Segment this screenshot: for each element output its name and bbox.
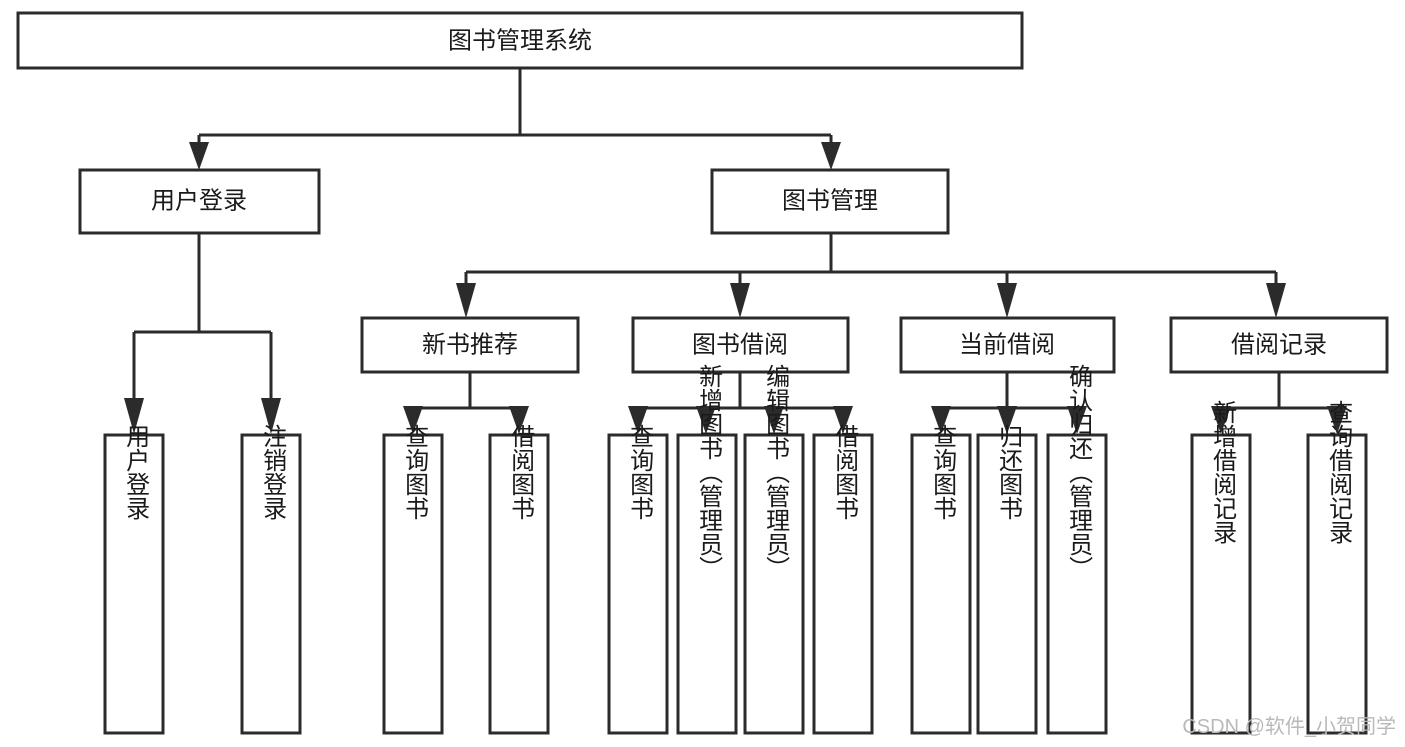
arrow-icon-to-leaf-query-record <box>1327 406 1347 434</box>
connector-group-currentborrow-to-leaves <box>931 372 1087 434</box>
node-leaf-add-book-box[interactable] <box>676 433 738 735</box>
node-borrow-record-label: 借阅记录 <box>1231 331 1327 358</box>
node-leaf-edit-book-label: 编辑图书（管理员） <box>762 364 790 580</box>
node-leaf-query-book-2-box[interactable] <box>607 433 669 735</box>
node-leaf-borrow-book-1[interactable]: 借阅图书 <box>488 424 550 735</box>
node-current-borrow[interactable]: 当前借阅 <box>899 316 1116 374</box>
node-borrow-record-box[interactable] <box>1169 316 1389 374</box>
node-leaf-user-login-box[interactable] <box>103 433 165 735</box>
node-new-book-rec[interactable]: 新书推荐 <box>360 316 580 374</box>
node-leaf-return-book-label: 归还图书 <box>995 424 1023 520</box>
node-leaf-query-book-1[interactable]: 查询图书 <box>382 424 444 735</box>
arrow-icon-to-leaf-logout <box>261 398 281 434</box>
arrow-icon-to-leaf-borrow-book-2 <box>833 406 853 434</box>
node-leaf-edit-book-box[interactable] <box>743 433 805 735</box>
node-leaf-add-book[interactable]: 新增图书（管理员） <box>676 364 738 735</box>
watermark-label: CSDN @软件_小贺同学 <box>1182 715 1396 738</box>
node-leaf-borrow-book-1-label: 借阅图书 <box>507 424 535 520</box>
node-leaf-query-book-1-box[interactable] <box>382 433 444 735</box>
arrow-icon-to-current-borrow <box>997 283 1017 318</box>
arrow-icon-to-leaf-confirm-return <box>1067 406 1087 434</box>
node-book-borrow-box[interactable] <box>631 316 850 374</box>
node-leaf-query-book-1-label: 查询图书 <box>401 424 429 520</box>
connector-group-root-to-level2 <box>189 68 841 170</box>
node-leaf-add-record[interactable]: 新增借阅记录 <box>1190 400 1252 735</box>
connector-group-newbookrec-to-leaves <box>403 372 529 434</box>
arrow-icon-to-leaf-add-book <box>696 406 716 434</box>
arrow-icon-to-leaf-query-book-3 <box>931 406 951 434</box>
node-leaf-confirm-return-label: 确认归还（管理员） <box>1065 364 1093 580</box>
node-new-book-rec-box[interactable] <box>360 316 580 374</box>
arrow-icon-to-user-login <box>189 142 209 170</box>
node-leaf-borrow-book-2-box[interactable] <box>812 433 874 735</box>
node-root-box[interactable] <box>16 11 1024 70</box>
node-leaf-query-book-3-label: 查询图书 <box>929 424 957 520</box>
node-user-login[interactable]: 用户登录 <box>78 168 321 235</box>
node-book-borrow[interactable]: 图书借阅 <box>631 316 850 374</box>
node-leaf-confirm-return[interactable]: 确认归还（管理员） <box>1046 364 1108 735</box>
node-user-login-box[interactable] <box>78 168 321 235</box>
connector-group-borrowrecord-to-leaves <box>1211 372 1347 434</box>
arrow-icon-to-leaf-query-book-1 <box>403 406 423 434</box>
node-leaf-query-record-box[interactable] <box>1306 433 1368 735</box>
node-user-login-label: 用户登录 <box>151 187 247 214</box>
node-leaf-borrow-book-2[interactable]: 借阅图书 <box>812 424 874 735</box>
node-leaf-query-book-3[interactable]: 查询图书 <box>910 424 972 735</box>
node-borrow-record[interactable]: 借阅记录 <box>1169 316 1389 374</box>
node-leaf-query-book-3-box[interactable] <box>910 433 972 735</box>
node-leaf-logout[interactable]: 注销登录 <box>240 424 302 735</box>
arrow-icon-to-leaf-edit-book <box>764 406 784 434</box>
node-leaf-query-record[interactable]: 查询借阅记录 <box>1306 400 1368 735</box>
node-leaf-logout-box[interactable] <box>240 433 302 735</box>
node-book-manage-label: 图书管理 <box>782 187 878 214</box>
node-leaf-logout-label: 注销登录 <box>259 424 287 520</box>
node-new-book-rec-label: 新书推荐 <box>422 331 518 358</box>
node-leaf-edit-book[interactable]: 编辑图书（管理员） <box>743 364 805 735</box>
arrow-icon-to-leaf-borrow-book-1 <box>509 406 529 434</box>
node-leaf-query-record-label: 查询借阅记录 <box>1325 400 1353 544</box>
node-leaf-user-login[interactable]: 用户登录 <box>103 424 165 735</box>
node-leaf-query-book-2[interactable]: 查询图书 <box>607 424 669 735</box>
node-leaf-query-book-2-label: 查询图书 <box>626 424 654 520</box>
node-leaf-return-book-box[interactable] <box>976 433 1038 735</box>
node-leaf-add-record-label: 新增借阅记录 <box>1209 400 1237 544</box>
arrow-icon-to-leaf-user-login <box>124 398 144 434</box>
node-leaf-return-book[interactable]: 归还图书 <box>976 424 1038 735</box>
node-root-label: 图书管理系统 <box>448 27 592 54</box>
arrow-icon-to-book-borrow <box>730 283 750 318</box>
node-current-borrow-box[interactable] <box>899 316 1116 374</box>
node-leaf-borrow-book-2-label: 借阅图书 <box>831 424 859 520</box>
node-root[interactable]: 图书管理系统 <box>16 11 1024 70</box>
node-leaf-user-login-label: 用户登录 <box>122 424 150 520</box>
node-leaf-borrow-book-1-box[interactable] <box>488 433 550 735</box>
node-current-borrow-label: 当前借阅 <box>959 331 1055 358</box>
connector-group-userlogin-to-leaves <box>124 233 281 434</box>
arrow-icon-to-leaf-return-book <box>997 406 1017 434</box>
node-leaf-add-book-label: 新增图书（管理员） <box>695 364 723 580</box>
arrow-icon-to-new-book-rec <box>456 283 476 318</box>
connector-group-bookborrow-to-leaves <box>628 372 853 434</box>
arrow-icon-to-book-manage <box>821 142 841 170</box>
node-leaf-add-record-box[interactable] <box>1190 433 1252 735</box>
arrow-icon-to-leaf-add-record <box>1211 406 1231 434</box>
node-book-borrow-label: 图书借阅 <box>692 331 788 358</box>
node-book-manage-box[interactable] <box>710 168 950 235</box>
arrow-icon-to-borrow-record <box>1266 283 1286 318</box>
node-leaf-confirm-return-box[interactable] <box>1046 433 1108 735</box>
node-book-manage[interactable]: 图书管理 <box>710 168 950 235</box>
arrow-icon-to-leaf-query-book-2 <box>628 406 648 434</box>
connector-group-bookmanage-to-level3 <box>456 233 1286 318</box>
